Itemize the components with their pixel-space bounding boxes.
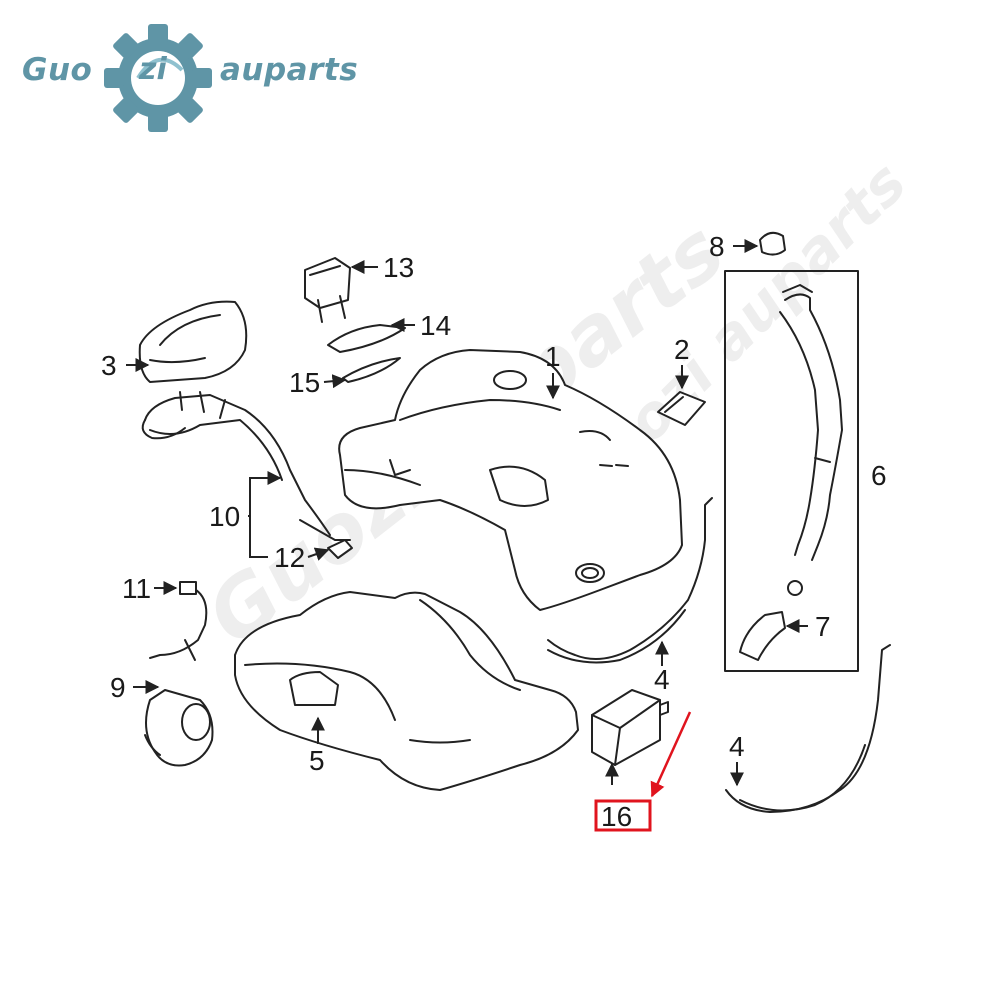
highlight-callout [594,711,692,832]
callout-9: 9 [110,672,126,703]
callout-10: 10 [209,501,241,532]
callout-11: 11 [122,573,152,604]
gasket-plate-part [327,324,406,353]
leader-lines [126,239,808,787]
highlight-box [594,799,652,832]
callout-15: 15 [289,367,321,398]
tank-strap-part [547,497,713,664]
sensor-harness-part [149,581,208,661]
gear-logo-icon [104,24,212,132]
logo-text-right: auparts [220,52,359,88]
tank-shield-part [234,591,579,791]
fuel-pump-control-module [591,689,669,766]
tank-strap-part-b [725,644,891,813]
line-clip-part [327,539,353,559]
shield-bracket-part [138,300,248,383]
callout-14: 14 [420,310,452,341]
callout-5: 5 [309,745,325,776]
filler-pipe-group-box [724,270,859,672]
callout-1: 1 [545,341,561,372]
fuel-line-part [141,391,351,541]
fuel-cap-part [759,231,786,256]
logo-text-center: zi [139,52,167,87]
seal-ring-part [342,357,401,383]
callout-6: 6 [871,460,887,491]
callout-12: 12 [274,542,306,573]
callout-2: 2 [674,334,690,365]
callout-8: 8 [709,231,725,262]
logo-text-left: Guo [22,52,93,88]
callout-7: 7 [815,611,831,642]
callout-16-highlighted: 16 [601,801,633,832]
pad-part [657,391,706,426]
callout-4-right: 4 [729,731,745,762]
pump-module-part [304,257,351,323]
callout-3: 3 [101,350,117,381]
fuel-pump-part [144,689,214,767]
callout-4-middle: 4 [654,664,670,695]
highlight-arrow [650,711,692,798]
filler-pipe-part [779,284,843,561]
vent-hose-part [739,580,803,661]
fuel-tank-part [338,349,683,611]
callout-13: 13 [383,252,415,283]
